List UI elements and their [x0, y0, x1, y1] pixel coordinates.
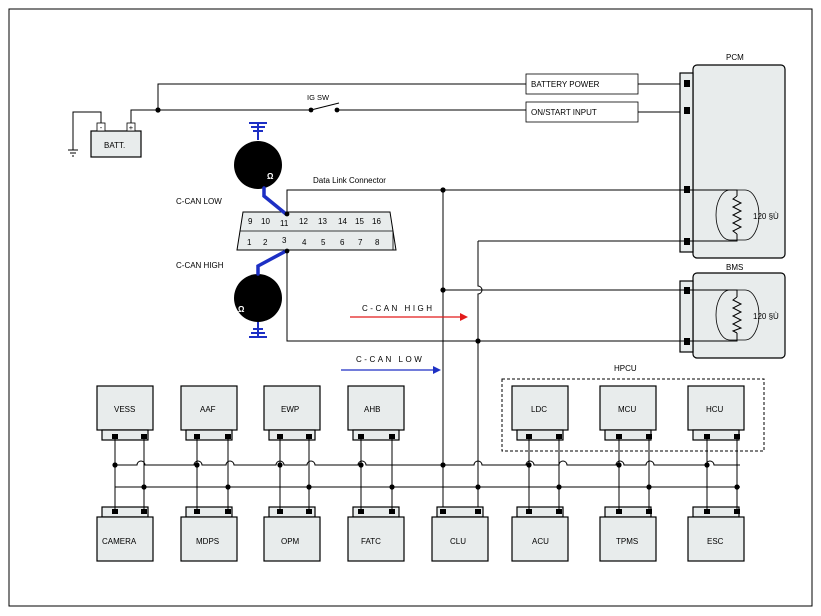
bms-resistor-icon — [731, 296, 743, 334]
module-aaf-label: AAF — [200, 405, 216, 414]
pcm-module: PCM 120 §Ù — [679, 53, 786, 259]
battery: - + BATT. — [90, 122, 142, 158]
battery-power-label: BATTERY POWER — [531, 80, 600, 89]
module-ldc-label: LDC — [531, 405, 547, 414]
module-hcu: HCU — [687, 385, 745, 441]
hpcu-group: HPCU — [501, 364, 765, 452]
probe-high-icon: Ω — [234, 274, 282, 338]
battery-power-box: BATTERY POWER — [525, 73, 639, 95]
dlc-pin-8: 8 — [375, 238, 380, 247]
battery-minus: - — [100, 123, 103, 132]
ig-sw-label: IG SW — [307, 93, 330, 102]
diagram-frame — [8, 8, 813, 607]
dlc-connector: Data Link Connector 9 10 11 12 13 14 15 … — [236, 176, 397, 251]
bms-module: BMS 120 §Ù — [679, 263, 786, 359]
dlc-pin-7: 7 — [358, 238, 363, 247]
module-acu: ACU — [511, 506, 569, 562]
module-tpms-label: TPMS — [616, 537, 638, 546]
can-low-dlc-wire — [286, 189, 685, 214]
dlc-pin-10: 10 — [261, 217, 270, 226]
module-opm-label: OPM — [281, 537, 300, 546]
dlc-pin-14: 14 — [338, 217, 347, 226]
module-opm: OPM — [263, 506, 321, 562]
c-can-low-label: C-CAN LOW — [176, 197, 222, 206]
dlc-pin-13: 13 — [318, 217, 327, 226]
battery-label: BATT. — [104, 141, 125, 150]
probe-low-icon: Ω — [234, 122, 282, 189]
on-start-box: ON/START INPUT — [525, 101, 639, 123]
can-high-probe-wire — [256, 249, 288, 276]
module-vess: VESS — [96, 385, 154, 441]
module-camera-label: CAMERA — [102, 537, 137, 546]
module-tpms: TPMS — [599, 506, 657, 562]
module-fatc-label: FATC — [361, 537, 381, 546]
dlc-label: Data Link Connector — [313, 176, 386, 185]
can-low-flow-label: C-CAN LOW — [356, 355, 424, 364]
dlc-pin-5: 5 — [321, 238, 326, 247]
probe-low-ohm: Ω — [267, 172, 274, 181]
bms-resistor-label: 120 §Ù — [753, 312, 779, 321]
module-fatc: FATC — [347, 506, 405, 562]
dlc-pin-15: 15 — [355, 217, 364, 226]
pcm-label: PCM — [726, 53, 744, 62]
battery-ground-icon — [68, 111, 102, 157]
module-aaf: AAF — [180, 385, 238, 441]
c-can-high-label: C-CAN HIGH — [176, 261, 224, 270]
on-start-label: ON/START INPUT — [531, 108, 597, 117]
module-esc-label: ESC — [707, 537, 724, 546]
battery-power-wire — [130, 83, 526, 123]
module-vess-label: VESS — [114, 405, 135, 414]
module-ahb: AHB — [347, 385, 405, 441]
can-low-probe-wire — [262, 186, 288, 216]
module-ewp-label: EWP — [281, 405, 299, 414]
can-high-trunk — [477, 241, 483, 512]
module-clu: CLU — [431, 506, 489, 562]
module-ldc: LDC — [511, 385, 569, 441]
can-high-flow-arrow: C-CAN HIGH — [350, 304, 468, 321]
dlc-pin-9: 9 — [248, 217, 253, 226]
module-acu-label: ACU — [532, 537, 549, 546]
module-clu-label: CLU — [450, 537, 466, 546]
dlc-pin-16: 16 — [372, 217, 381, 226]
module-mcu-label: MCU — [618, 405, 636, 414]
module-mdps-label: MDPS — [196, 537, 219, 546]
can-high-flow-label: C-CAN HIGH — [362, 304, 435, 313]
bus-junctions — [112, 462, 740, 490]
module-ahb-label: AHB — [364, 405, 380, 414]
top-module-drops — [114, 439, 738, 487]
bms-label: BMS — [726, 263, 743, 272]
can-high-dlc-wire — [286, 251, 478, 342]
module-ewp: EWP — [263, 385, 321, 441]
dlc-pin-1: 1 — [247, 238, 252, 247]
hpcu-label: HPCU — [614, 364, 637, 373]
can-low-bus — [115, 460, 740, 466]
module-camera: CAMERA — [96, 506, 154, 562]
module-hcu-label: HCU — [706, 405, 724, 414]
can-low-flow-arrow: C-CAN LOW — [341, 355, 441, 374]
dlc-pin-4: 4 — [302, 238, 307, 247]
module-mcu: MCU — [599, 385, 657, 441]
pcm-resistor-label: 120 §Ù — [753, 212, 779, 221]
dlc-pin-12: 12 — [299, 217, 308, 226]
dlc-pin-3: 3 — [282, 236, 287, 245]
dlc-pin-11: 11 — [280, 219, 289, 228]
dlc-pin-6: 6 — [340, 238, 345, 247]
pcm-resistor-icon — [731, 195, 743, 235]
battery-plus: + — [129, 123, 134, 132]
ignition-switch: IG SW — [307, 93, 340, 113]
probe-high-ohm: Ω — [238, 305, 245, 314]
dlc-pin-2: 2 — [263, 238, 268, 247]
module-esc: ESC — [687, 506, 745, 562]
bottom-module-risers — [114, 465, 738, 509]
module-mdps: MDPS — [180, 506, 238, 562]
